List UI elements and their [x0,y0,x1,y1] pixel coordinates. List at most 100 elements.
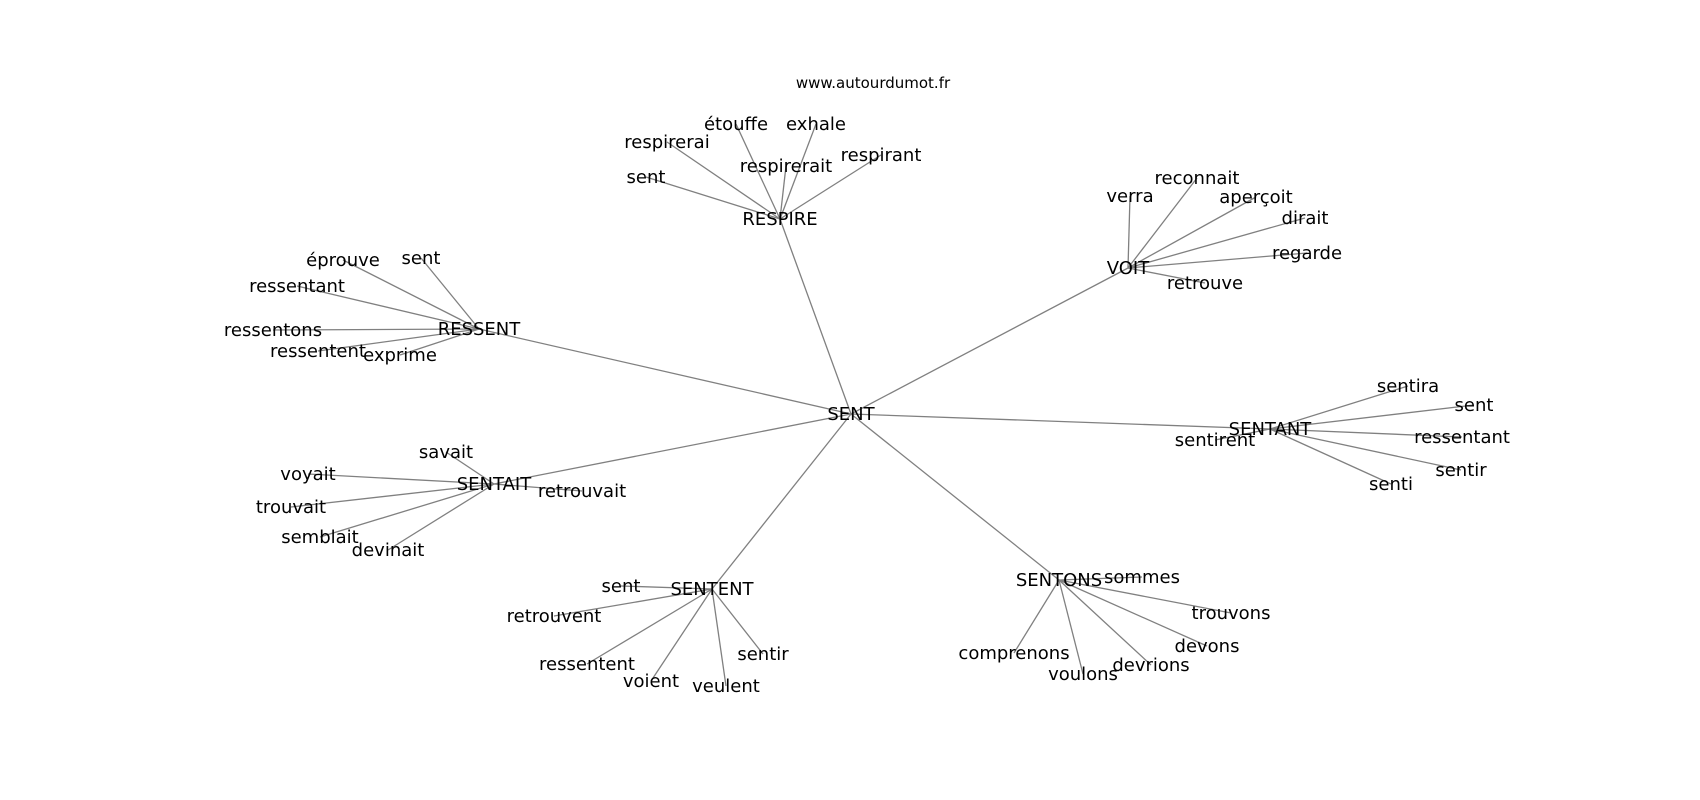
source-website: www.autourdumot.fr [796,74,951,92]
edge-ressent-eprouve [342,259,480,330]
leaf-node-exprime: exprime [363,345,437,366]
leaf-node-sentirent: sentirent [1175,430,1255,451]
edge-sentant-sentirent [1214,428,1271,441]
edge-respire-sent [645,176,781,220]
leaf-node-retrouvait: retrouvait [538,481,626,502]
edge-sentait-retrouvait [493,483,583,492]
hub-node-respire: RESPIRE [742,209,817,230]
leaf-node-sentir: sentir [737,644,789,665]
edge-voit-dirait [1127,217,1306,269]
leaf-node-trouvait: trouvait [256,497,326,518]
leaf-node-reconnait: reconnait [1155,168,1240,189]
hub-node-ressent: RESSENT [438,319,522,340]
leaf-node-sent: sent [1455,395,1494,416]
leaf-node-exhale: exhale [786,114,846,135]
edge-sentant-sentira [1269,385,1409,430]
leaf-node-ressentent: ressentent [539,654,635,675]
edge-voit-retrouve [1127,267,1206,284]
edge-sentait-devinait [387,483,495,551]
edge-sentait-trouvait [290,483,495,508]
leaf-node-regarde: regarde [1272,243,1342,264]
leaf-node-apercoit: aperçoit [1219,187,1293,208]
leaf-node-sent: sent [402,248,441,269]
edge-root-sentant [850,413,1271,430]
edge-sentant-senti [1269,428,1392,485]
leaf-node-sent: sent [627,167,666,188]
labels-layer: SENT RESPIRE étouffe exhale respirerai respir… [224,114,1510,697]
leaf-node-sent: sent [602,576,641,597]
hub-node-voit: VOIT [1107,258,1150,279]
leaf-node-eprouve: éprouve [306,250,380,271]
leaf-node-respirerait: respirerait [740,156,832,177]
edge-sentent-sentir [711,588,764,655]
leaf-node-dirait: dirait [1282,208,1329,229]
leaf-node-trouvons: trouvons [1192,603,1271,624]
edge-sentons-trouvons [1058,579,1232,614]
edge-sentait-semblait [319,483,495,538]
edge-respire-respirerai [666,141,781,220]
edge-sentent-sent [620,585,713,590]
edge-sentent-veulent [711,588,727,687]
leaf-node-etouffe: étouffe [704,114,768,135]
edge-root-sentent [711,413,852,590]
edge-respire-etouffe [735,123,781,220]
hub-node-sentant: SENTANT [1229,419,1313,440]
leaf-node-devons: devons [1175,636,1240,657]
edge-sentons-comprenons [1013,579,1060,654]
leaf-node-voient: voient [623,671,679,692]
edge-root-ressent [478,328,852,415]
edge-sentons-sommes [1058,576,1143,581]
edge-sentant-sent [1269,404,1475,430]
edge-root-sentait [493,413,852,485]
root-node-label: SENT [827,404,875,425]
edge-respire-respirant [779,154,882,220]
edge-respire-exhale [779,123,817,220]
leaf-node-ressentant: ressentant [249,276,345,297]
leaf-node-semblait: semblait [281,527,359,548]
hub-node-sentait: SENTAIT [457,474,532,495]
edge-sentons-devons [1058,579,1208,647]
leaf-node-comprenons: comprenons [958,643,1069,664]
edge-sentent-voient [650,588,713,682]
leaf-node-respirerai: respirerai [624,132,709,153]
edge-sentant-ressentant [1269,428,1463,438]
leaf-node-sentir: sentir [1435,460,1487,481]
leaf-node-ressentent: ressentent [270,341,366,362]
hub-node-sentons: SENTONS [1016,570,1102,591]
leaf-node-ressentant: ressentant [1414,427,1510,448]
hub-node-sentent: SENTENT [670,579,754,600]
edge-root-respire [779,218,852,415]
leaf-node-sommes: sommes [1104,567,1180,588]
edge-voit-reconnait [1127,177,1198,269]
edges-layer [272,123,1475,687]
leaf-node-sentira: sentira [1377,376,1439,397]
leaf-node-senti: senti [1369,474,1413,495]
edge-ressent-exprime [399,328,480,356]
edge-root-voit [850,267,1129,415]
edge-sentait-voyait [307,473,495,485]
leaf-node-voyait: voyait [280,464,335,485]
edge-root-sentons [850,413,1060,581]
edge-respire-respirerait [779,165,787,220]
leaf-node-ressentons: ressentons [224,320,322,341]
leaf-node-verra: verra [1106,186,1153,207]
leaf-node-devinait: devinait [352,540,425,561]
edge-voit-verra [1127,195,1131,269]
edge-sentent-ressentent [586,588,713,665]
leaf-node-voulons: voulons [1048,664,1118,685]
leaf-node-devrions: devrions [1112,655,1189,676]
leaf-node-retrouve: retrouve [1167,273,1243,294]
leaf-node-veulent: veulent [692,676,760,697]
edge-ressent-sent [420,257,480,330]
edge-sentait-savait [445,451,495,485]
edge-sentant-sentir [1269,428,1462,471]
edge-ressent-ressentent [317,328,480,352]
edge-ressent-ressentant [296,285,480,330]
edge-voit-regarde [1127,252,1308,269]
leaf-node-respirant: respirant [841,145,922,166]
edge-sentons-voulons [1058,579,1084,675]
edge-voit-apercoit [1127,196,1257,269]
leaf-node-retrouvent: retrouvent [507,606,602,627]
edge-sentons-devrions [1058,579,1152,666]
